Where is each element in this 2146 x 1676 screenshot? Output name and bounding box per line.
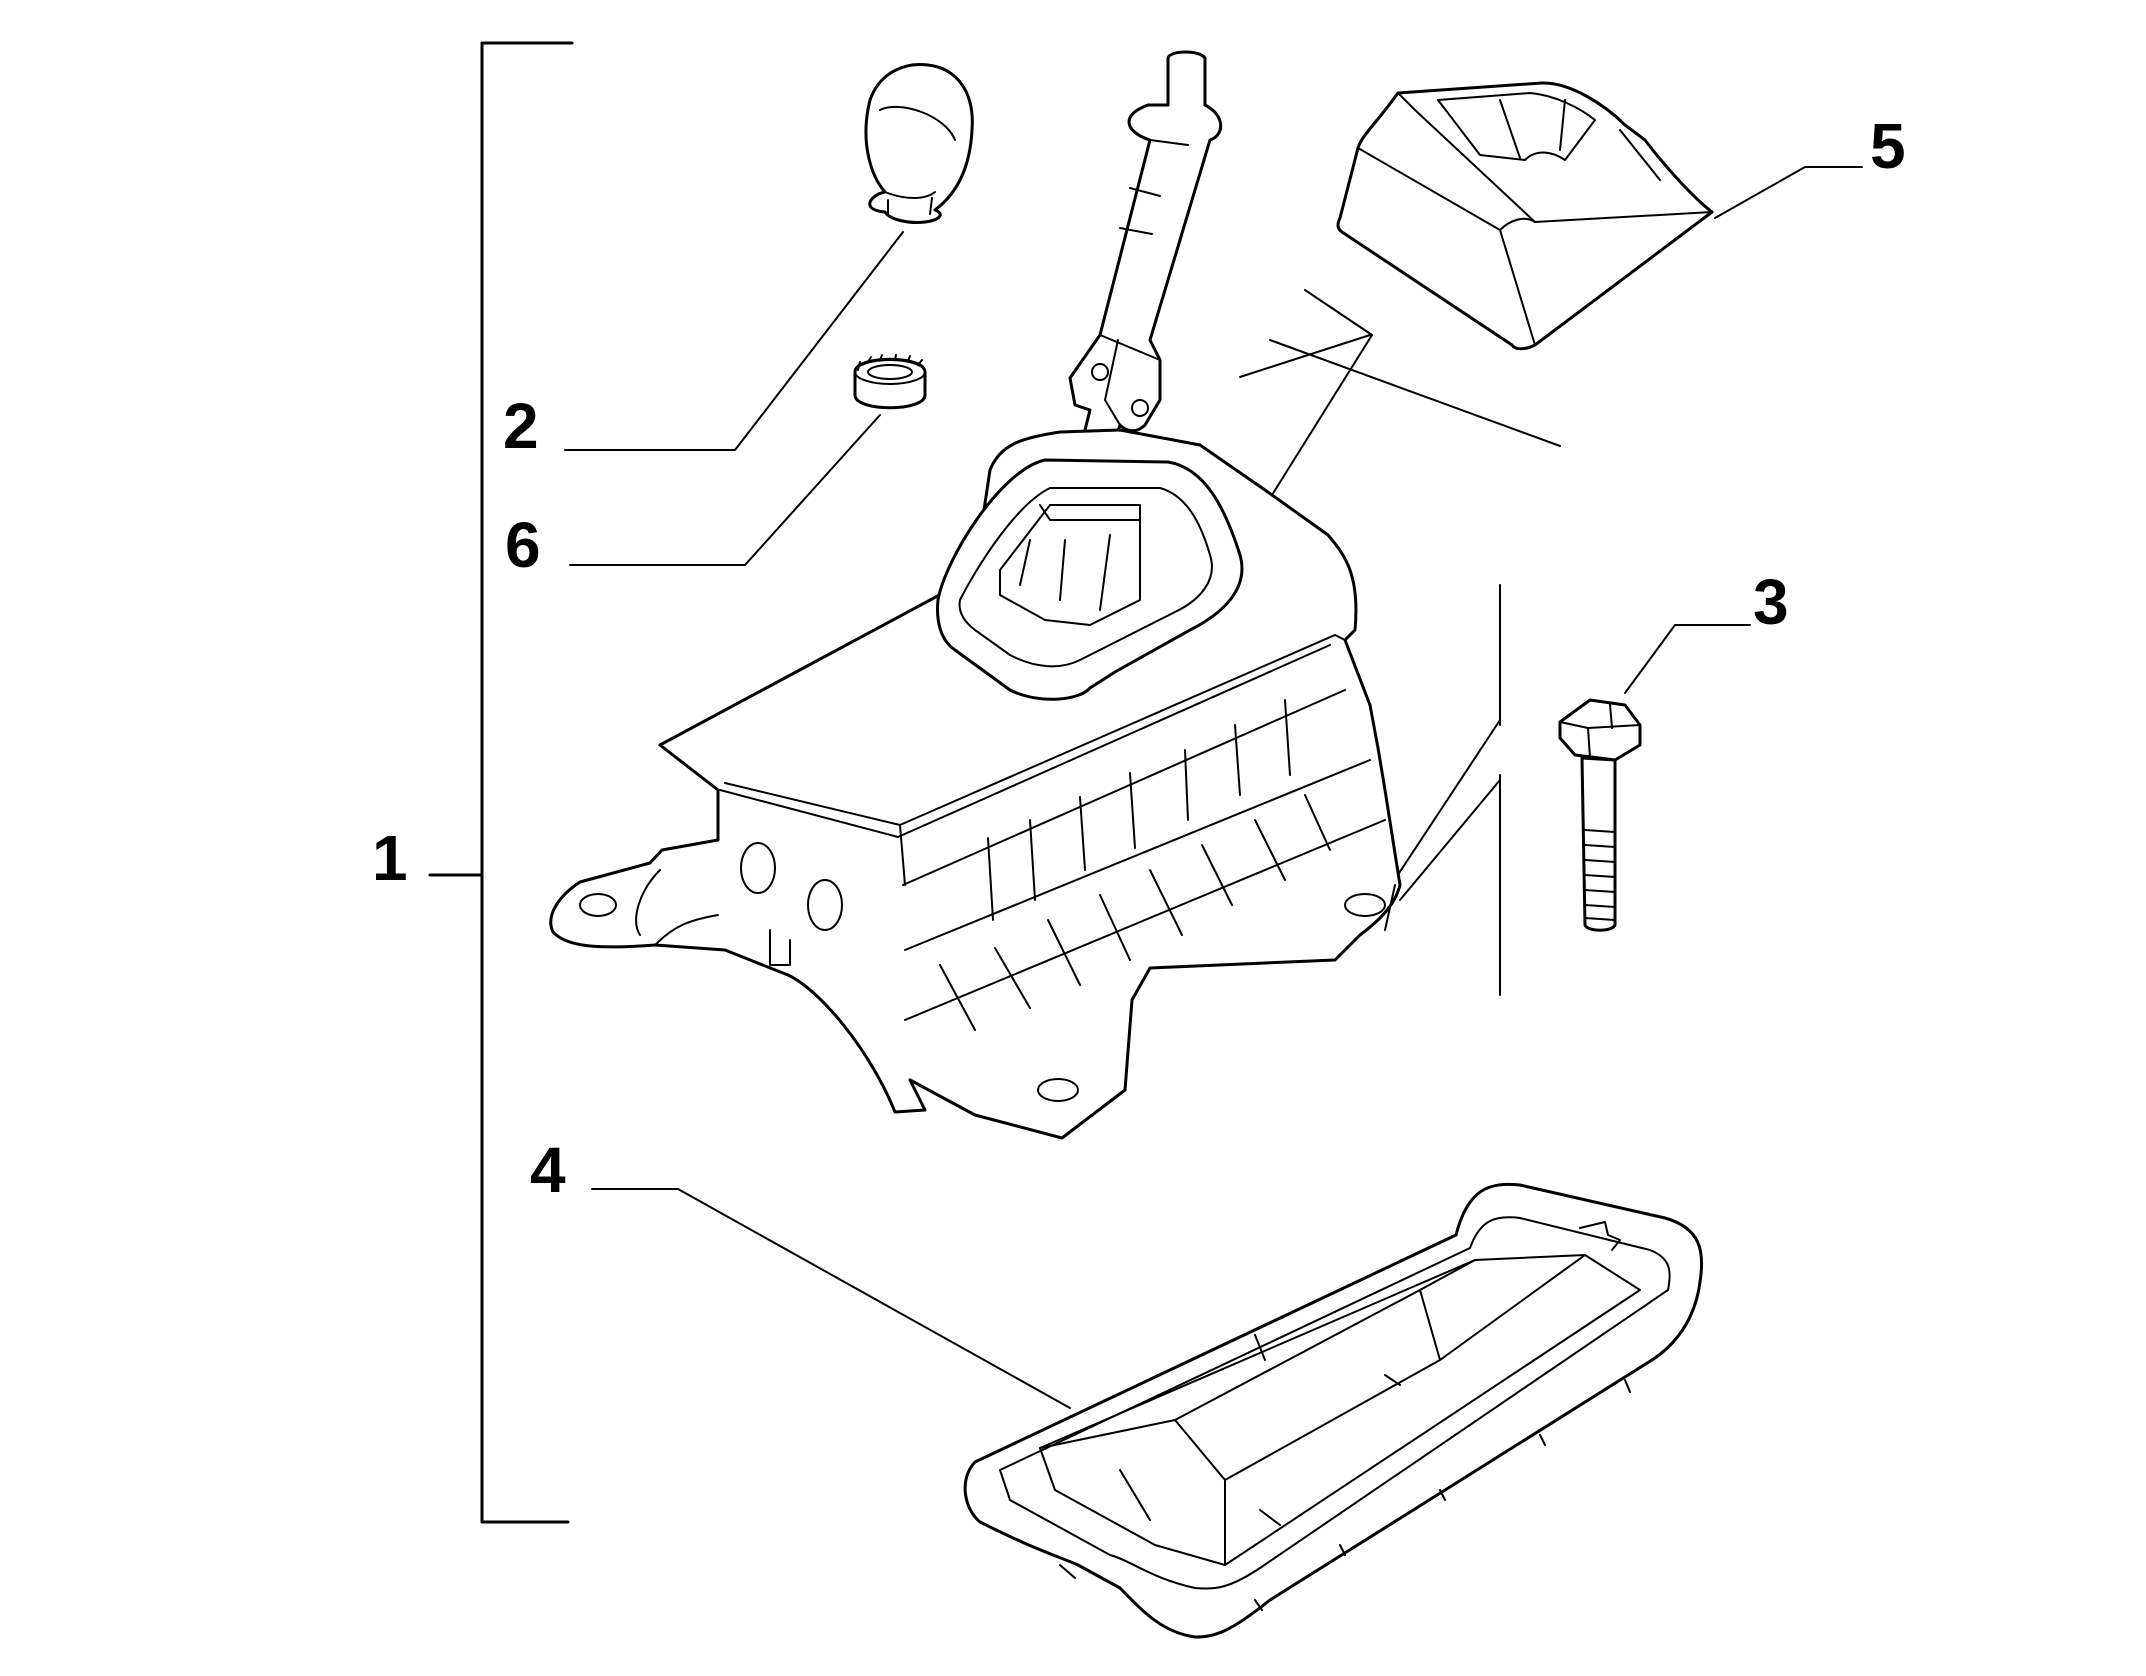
shifter-housing-part [549,428,1402,1140]
leader-housing-5 [1239,289,1561,496]
leader-3 [1624,624,1751,694]
callout-5: 5 [1870,110,1906,182]
ring-nut-part [853,354,927,410]
callout-4: 4 [530,1134,566,1206]
gear-knob-part [864,62,974,224]
boot-bezel-part [1336,81,1714,351]
leader-5 [1714,166,1863,219]
bolt-part [1558,698,1642,932]
leader-4 [591,1188,1071,1409]
callout-3: 3 [1753,566,1789,638]
callout-2: 2 [503,390,539,462]
leader-6 [569,414,881,566]
leader-housing-3 [1377,584,1501,996]
leader-lines [564,166,1863,1409]
gear-lever-part [1068,50,1223,472]
callout-1: 1 [372,822,408,894]
callout-6: 6 [505,509,541,581]
leader-2 [564,231,904,451]
assembly-bracket [428,41,574,1524]
cover-tray-part [963,1182,1704,1639]
